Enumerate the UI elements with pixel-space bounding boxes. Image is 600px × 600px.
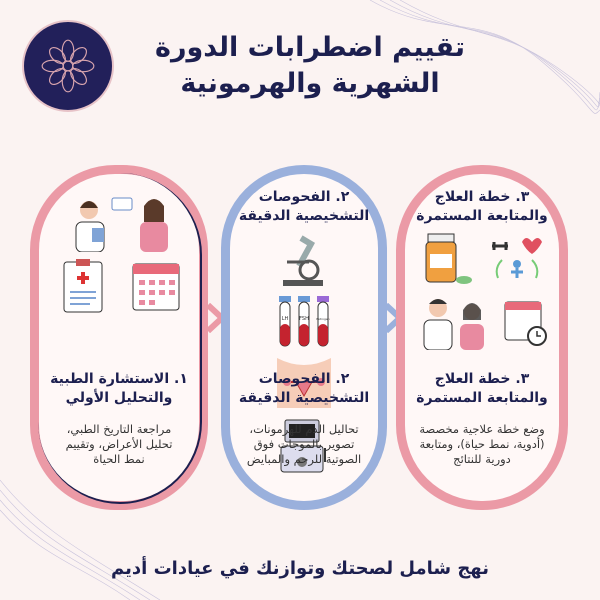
step-1-title-line-1: ١. الاستشارة الطبية [50, 371, 188, 387]
step-3-title: ٣. خطة العلاج والمتابعة المستمرة [405, 370, 559, 408]
step-2-icons: LH FSH Estrogen [240, 232, 368, 474]
title-line-2: الشهرية والهرمونية [180, 68, 440, 99]
step-3-top-title: ٣. خطة العلاج والمتابعة المستمرة [405, 188, 559, 226]
step-2-top-title-line-1: ٢. الفحوصات [258, 189, 350, 205]
step-3-desc-line-3: دورية للنتائج [453, 452, 511, 466]
blood-test-tubes-icon: LH FSH Estrogen [279, 296, 330, 347]
step-2-title-line-1: ٢. الفحوصات [258, 371, 350, 387]
title-line-1: تقييم اضطرابات الدورة [155, 32, 465, 63]
step-3-title-line-2: والمتابعة المستمرة [416, 390, 548, 406]
tube-label-lh: LH [282, 316, 289, 322]
step-2-desc-line-3: الصوتية للرحم والمبايض [246, 452, 362, 466]
medication-bottle-icon [425, 233, 472, 284]
page-title: تقييم اضطرابات الدورة الشهرية والهرمونية [130, 30, 490, 102]
ultrasound-machine-icon [280, 419, 326, 473]
step-3-top-title-line-2: والمتابعة المستمرة [416, 208, 548, 224]
step-3-card: ٣. خطة العلاج والمتابعة المستمرة ٣. خطة … [396, 165, 568, 510]
step-2-card: ٢. الفحوصات التشخيصية الدقيقة LH FSH Est… [221, 165, 387, 510]
step-2-description: تحاليل الدم للهرمونات، تصوير بالموجات فو… [236, 422, 372, 467]
step-2-desc-line-2: تصوير بالموجات فوق [253, 437, 355, 451]
microscope-icon [283, 235, 323, 286]
step-1-desc-line-1: مراجعة التاريخ الطبي، [66, 422, 172, 436]
step-2-top-title-line-2: التشخيصية الدقيقة [238, 208, 370, 224]
step-1-title: ١. الاستشارة الطبية والتحليل الأولي [39, 370, 199, 408]
step-1-icons [49, 196, 189, 314]
step-2-top-title: ٢. الفحوصات التشخيصية الدقيقة [230, 188, 378, 226]
uterus-ovaries-icon [277, 358, 331, 408]
calendar-icon [132, 263, 179, 311]
step-1-card: ١. الاستشارة الطبية والتحليل الأولي مراج… [30, 165, 208, 510]
step-1-title-line-2: والتحليل الأولي [65, 390, 173, 406]
tube-label-estrogen: Estrogen [316, 317, 329, 321]
step-2-title: ٢. الفحوصات التشخيصية الدقيقة [230, 370, 378, 408]
medical-clipboard-icon [63, 259, 102, 313]
step-3-desc-line-1: وضع خطة علاجية مخصصة [419, 422, 545, 436]
fitness-heart-icon [492, 238, 542, 279]
step-2-title-line-2: التشخيصية الدقيقة [238, 390, 370, 406]
step-3-icons [415, 232, 549, 350]
calendar-clock-icon [504, 301, 547, 346]
step-1-desc-line-2: تحليل الأعراض، وتقييم [65, 437, 173, 451]
step-3-description: وضع خطة علاجية مخصصة (أدوية، نمط حياة)، … [411, 422, 553, 467]
step-1-desc-line-3: نمط الحياة [93, 452, 145, 466]
tube-label-fsh: FSH [299, 316, 309, 322]
step-2-desc-line-1: تحاليل الدم للهرمونات، [249, 422, 359, 436]
step-3-top-title-line-1: ٣. خطة العلاج [434, 189, 530, 205]
step-3-desc-line-2: (أدوية، نمط حياة)، ومتابعة [419, 437, 545, 451]
footer-tagline: نهج شامل لصحتك وتوازنك في عيادات أديم [111, 558, 489, 579]
step-3-title-line-1: ٣. خطة العلاج [434, 371, 530, 387]
doctor-patient-consultation-icon [75, 197, 168, 252]
step-1-description: مراجعة التاريخ الطبي، تحليل الأعراض، وتق… [45, 422, 193, 467]
adeem-clinics-logo [22, 20, 114, 112]
doctor-and-patient-icon [423, 299, 484, 350]
